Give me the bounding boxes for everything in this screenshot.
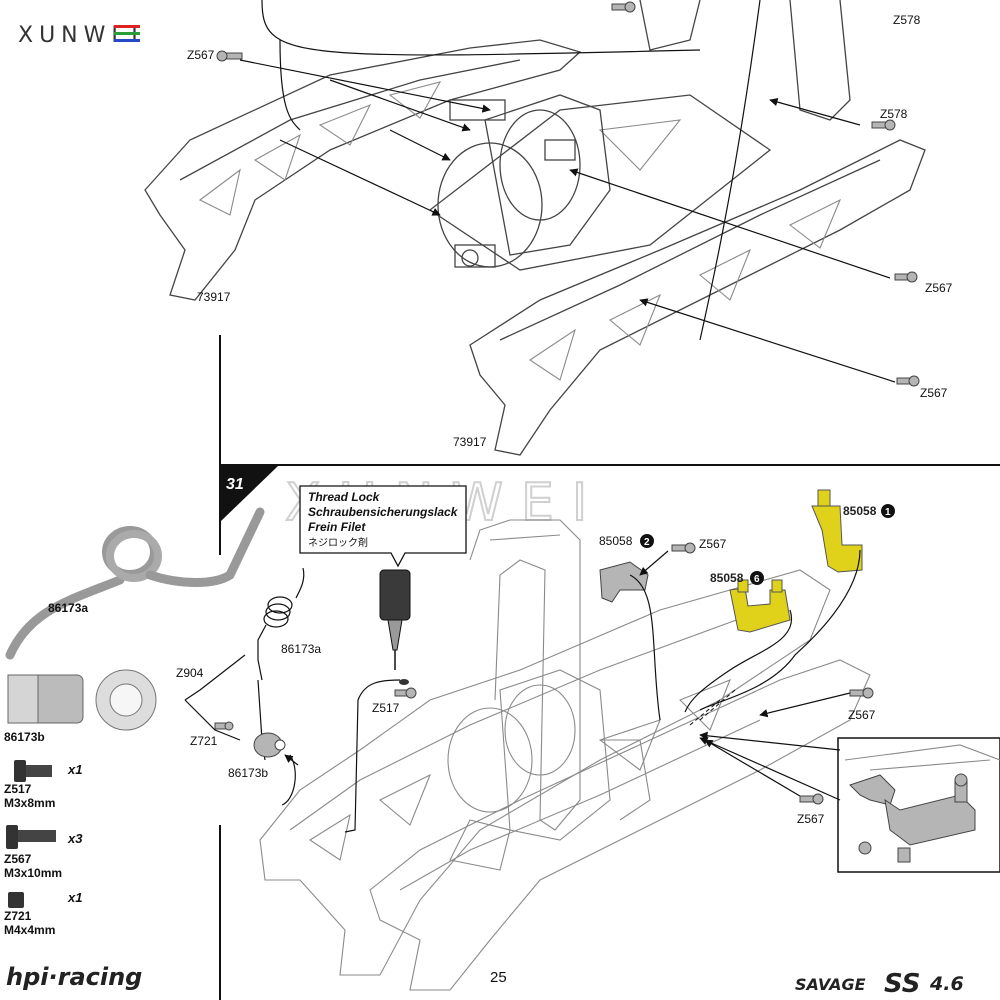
label-z578: Z578 [893,13,921,27]
parts-screw-size: M4x4mm [4,923,55,937]
index-number: 2 [644,537,650,548]
label-z721: Z721 [190,734,218,748]
label-z567: Z567 [920,386,948,400]
label-frame-part: 73917 [197,290,231,304]
screw-icon [394,687,417,699]
screw-icon [799,793,824,805]
parts-qty: x1 [67,890,82,905]
screw-icon [214,721,234,731]
savage-logo-text: SAVAGE [795,975,866,994]
page-number: 25 [490,969,507,986]
label-z567: Z567 [848,708,876,722]
index-badge [750,571,764,585]
screw-icon [671,542,696,554]
parts-screw-code: Z517 [4,782,32,796]
callout-german: Schraubensicherungslack [308,505,459,519]
savage-logo-ss: SS [884,969,921,999]
parts-collar-code: 86173b [4,730,45,744]
rod-part-z904 [184,654,246,741]
label-z567: Z567 [187,48,215,62]
screw-z721-icon [8,892,24,908]
index-badge [640,534,654,548]
thread-lock-bottle-icon [379,569,411,685]
label-part-85058: 85058 [843,504,877,518]
index-badge [881,504,895,518]
label-z517: Z517 [372,701,400,715]
collar-part-86173b [253,732,286,758]
collar-part-large-icon [7,669,157,731]
screw-z517-icon [14,760,52,782]
label-collar: 86173b [228,766,268,780]
highlighted-part-85058-6 [729,579,791,633]
detail-inset [837,737,1000,873]
index-number: 6 [754,574,760,585]
label-z567: Z567 [797,812,825,826]
parts-qty: x1 [67,762,82,777]
top-assembly-drawing: Z567 Z578 Z578 Z567 Z567 73917 73917 [144,0,953,456]
parts-screw-size: M3x10mm [4,866,62,880]
screw-icon [849,687,874,699]
index-number: 1 [885,507,891,518]
parts-spring-code: 86173a [48,601,88,615]
screw-icon [216,50,243,62]
callout-french: Frein Filet [308,520,366,534]
screw-z567-icon [6,825,56,849]
thread-lock-callout: Thread Lock Schraubensicherungslack Frei… [299,485,467,568]
part-85058-2 [599,561,649,603]
step-number: 31 [226,476,244,493]
label-part-85058: 85058 [599,534,633,548]
highlighted-part-85058-1 [811,489,863,573]
callout-japanese: ネジロック剤 [308,536,368,549]
label-part-85058: 85058 [710,571,744,585]
savage-logo-version: 4.6 [929,973,964,995]
screw-icon [894,271,918,283]
screw-icon [611,1,636,13]
screw-icon [896,375,920,387]
spring-part-large-icon [5,507,265,660]
parts-screw-size: M3x8mm [4,796,55,810]
label-z567: Z567 [699,537,727,551]
parts-screw-code: Z721 [4,909,32,923]
callout-english: Thread Lock [308,490,381,504]
footer: hpi·racing 25 SAVAGE SS 4.6 [6,963,964,999]
label-z567: Z567 [925,281,953,295]
hpi-racing-logo: hpi·racing [6,963,142,991]
watermark-logo: XUNWEI [18,23,140,48]
label-spring: 86173a [281,642,321,656]
parts-qty: x3 [67,831,83,846]
label-z904: Z904 [176,666,204,680]
parts-screw-code: Z567 [4,852,32,866]
spring-part-86173a [257,567,305,681]
label-frame-part: 73917 [453,435,487,449]
screw-icon [871,119,896,131]
parts-list: 86173a 86173b x1 Z517 M3x8mm x3 Z567 M3x… [4,507,265,937]
step-assembly-drawing: Thread Lock Schraubensicherungslack Frei… [176,485,1000,991]
label-z578: Z578 [880,107,908,121]
step-number-tab: 31 [220,466,278,522]
